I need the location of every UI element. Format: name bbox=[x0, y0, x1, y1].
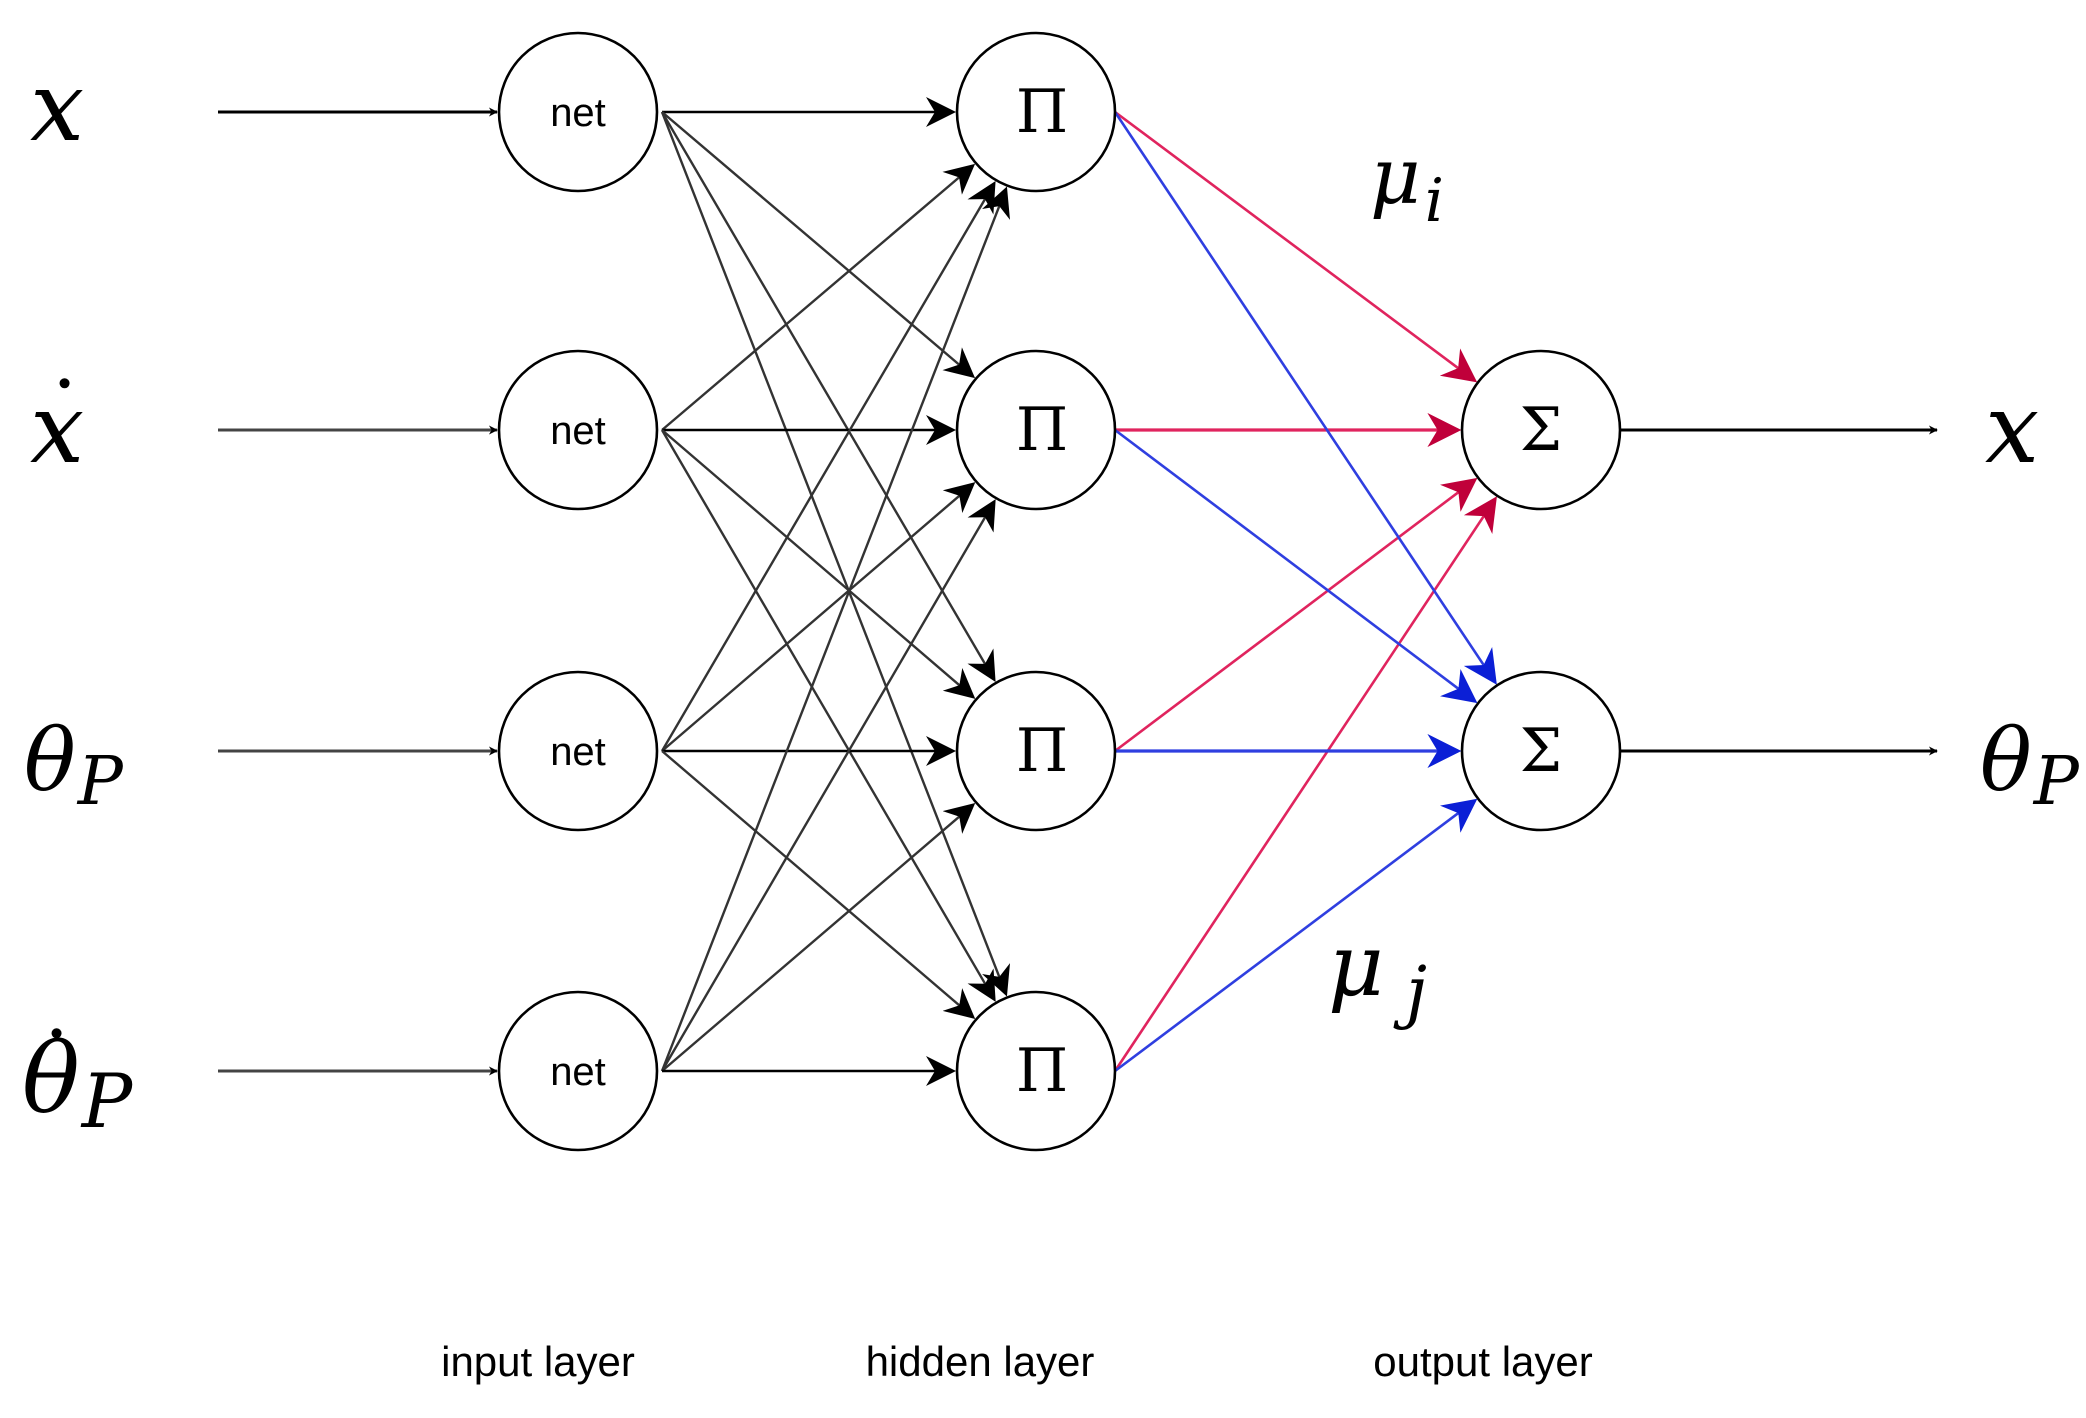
dense-edge bbox=[661, 111, 976, 379]
mu-j-edge bbox=[1114, 428, 1478, 704]
hidden-node-circle bbox=[955, 349, 1117, 511]
output-variable-label: θP bbox=[1980, 711, 2081, 820]
mu-i-edge bbox=[1114, 477, 1478, 753]
product-symbol: Π bbox=[1016, 1036, 1068, 1106]
product-symbol: Π bbox=[1016, 395, 1068, 465]
hidden-layer-nodes: Π Π Π Π bbox=[955, 31, 1117, 1152]
derivative-dot bbox=[59, 378, 70, 389]
hidden-node: Π bbox=[955, 31, 1117, 193]
dense-edge bbox=[660, 429, 996, 1002]
output-node-circle bbox=[1460, 349, 1622, 511]
dense-edge bbox=[660, 186, 1011, 1072]
product-symbol: Π bbox=[1016, 77, 1068, 147]
dense-edge bbox=[661, 429, 976, 699]
hidden-node: Π bbox=[955, 349, 1117, 511]
derivative-dot bbox=[51, 1028, 62, 1039]
output-node-circle bbox=[1460, 670, 1622, 832]
output-node: Σ bbox=[1460, 349, 1622, 511]
input-layer-label: input layer bbox=[441, 1338, 635, 1385]
product-symbol: Π bbox=[1016, 716, 1068, 786]
input-variable-labels: x x θP θP bbox=[22, 51, 134, 1145]
dense-edge bbox=[661, 482, 976, 752]
hidden-layer-label: hidden layer bbox=[866, 1338, 1095, 1385]
hidden-node: Π bbox=[955, 990, 1117, 1152]
input-node: net bbox=[497, 349, 659, 511]
output-variable-label: x bbox=[1985, 373, 2039, 485]
input-node-circle bbox=[497, 670, 659, 832]
hidden-node: Π bbox=[955, 670, 1117, 832]
dense-edge bbox=[661, 750, 976, 1019]
mu-i-label: μi bbox=[1370, 132, 1444, 236]
input-node: net bbox=[497, 990, 659, 1152]
hidden-to-output-edges bbox=[1113, 110, 1497, 1073]
hidden-node-circle bbox=[955, 31, 1117, 193]
dense-edge bbox=[660, 111, 1011, 997]
hidden-node-circle bbox=[955, 670, 1117, 832]
mu-i-edge bbox=[1113, 496, 1497, 1072]
output-node: Σ bbox=[1460, 670, 1622, 832]
input-node-circle bbox=[497, 349, 659, 511]
input-node-label: net bbox=[550, 730, 606, 774]
sum-symbol: Σ bbox=[1520, 395, 1562, 465]
sum-symbol: Σ bbox=[1520, 716, 1562, 786]
dense-edge bbox=[661, 163, 976, 431]
input-node-label: net bbox=[550, 1050, 606, 1094]
dense-edge bbox=[660, 499, 996, 1072]
output-layer-nodes: ΣΣ bbox=[1460, 349, 1622, 832]
input-node: net bbox=[497, 31, 659, 193]
mu-j-edge bbox=[1113, 111, 1497, 685]
output-variable-labels: x θP bbox=[1980, 373, 2081, 820]
mu-i-edge bbox=[1114, 110, 1478, 383]
input-layer-nodes: net net net net bbox=[497, 31, 659, 1152]
input-variable-label: x bbox=[30, 51, 84, 163]
output-arrows bbox=[1620, 425, 1938, 756]
input-node-circle bbox=[497, 31, 659, 193]
dense-edge bbox=[660, 111, 996, 682]
output-layer-label: output layer bbox=[1373, 1338, 1592, 1385]
dense-edge bbox=[661, 803, 976, 1072]
mu-j-edge bbox=[1114, 798, 1478, 1073]
input-to-hidden-edges bbox=[660, 97, 1011, 1086]
input-variable-label: θP bbox=[24, 711, 125, 820]
input-node: net bbox=[497, 670, 659, 832]
dense-edge bbox=[660, 181, 996, 752]
input-node-label: net bbox=[550, 409, 606, 453]
input-arrows bbox=[218, 107, 498, 1076]
hidden-node-circle bbox=[955, 990, 1117, 1152]
input-variable-label: x bbox=[30, 373, 84, 485]
input-node-label: net bbox=[550, 91, 606, 135]
input-variable-label: θP bbox=[22, 1023, 134, 1145]
input-node-circle bbox=[497, 990, 659, 1152]
